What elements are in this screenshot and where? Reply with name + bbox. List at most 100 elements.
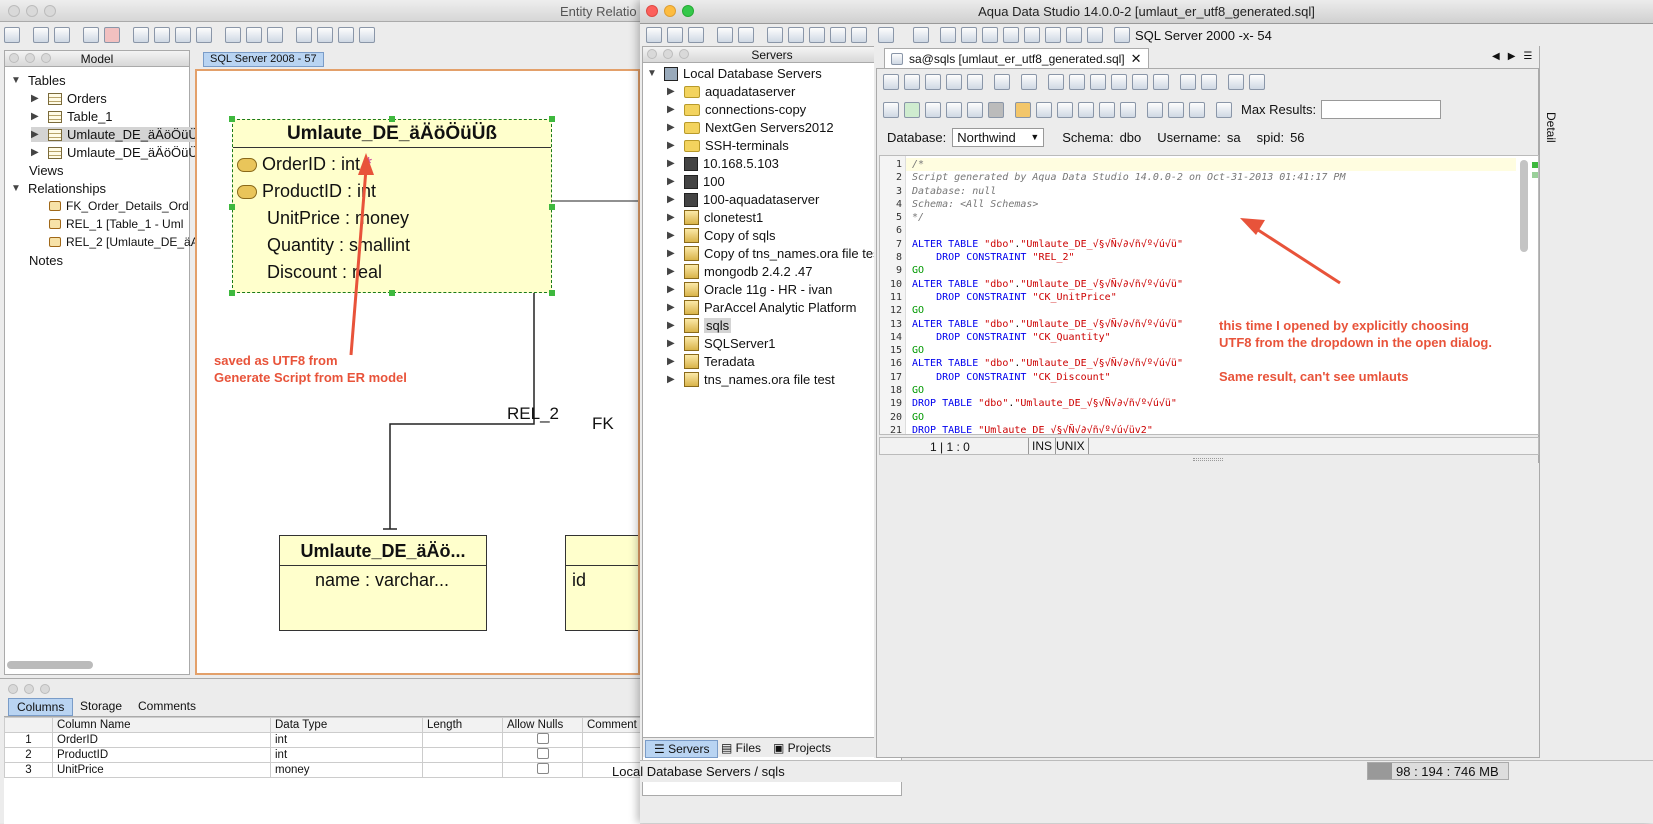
database-select[interactable]: Northwind▼: [952, 128, 1045, 147]
page-setup-icon[interactable]: [54, 27, 70, 43]
results-grid-icon[interactable]: [1147, 101, 1163, 118]
detail-strip[interactable]: Detail: [1539, 46, 1561, 758]
tab-servers[interactable]: ☰ Servers: [645, 740, 719, 758]
window-controls[interactable]: [646, 5, 694, 17]
expand-icon[interactable]: ▶: [667, 356, 675, 367]
server-item[interactable]: ▶10.168.5.103: [667, 156, 779, 171]
save-as-icon[interactable]: [946, 74, 962, 90]
server-item[interactable]: ▶SQLServer1: [667, 336, 776, 351]
undo-icon[interactable]: [1132, 74, 1148, 90]
resize-handle[interactable]: [549, 290, 555, 296]
grid-header-allownulls[interactable]: Allow Nulls: [502, 717, 583, 733]
replace-icon[interactable]: [1201, 74, 1217, 90]
resize-handle[interactable]: [389, 290, 395, 296]
expand-icon[interactable]: ▶: [667, 302, 675, 313]
server-item[interactable]: ▶mongodb 2.4.2 .47: [667, 264, 812, 279]
max-results-input[interactable]: [1321, 100, 1442, 119]
register-icon[interactable]: [688, 27, 704, 43]
close-tab-icon[interactable]: ✕: [1130, 50, 1142, 66]
panel-controls[interactable]: [647, 49, 689, 59]
server-item[interactable]: ▶tns_names.ora file test: [667, 372, 835, 387]
tree-table-orders[interactable]: ▶Orders: [31, 91, 107, 106]
save-all-icon[interactable]: [967, 74, 983, 90]
find-icon[interactable]: [1180, 74, 1196, 90]
layout-2-icon[interactable]: [961, 27, 977, 43]
expand-icon[interactable]: ▶: [667, 266, 675, 277]
page-icon[interactable]: [1021, 74, 1037, 90]
expand-icon[interactable]: ▶: [667, 230, 675, 241]
grid-header-length[interactable]: Length: [422, 717, 503, 733]
collapse-icon[interactable]: ▶: [31, 147, 39, 158]
table-view-icon[interactable]: [296, 27, 312, 43]
disconnect-icon[interactable]: [738, 27, 754, 43]
expand-icon[interactable]: ▼: [647, 68, 657, 79]
resize-handle[interactable]: [229, 290, 235, 296]
explain-icon[interactable]: [1078, 101, 1094, 118]
resize-handle[interactable]: [389, 116, 395, 122]
tab-files[interactable]: ▤ Files: [713, 740, 769, 756]
server-item[interactable]: ▶aquadataserver: [667, 84, 795, 99]
expand-icon[interactable]: ▶: [667, 374, 675, 385]
tree-notes[interactable]: Notes: [29, 253, 63, 268]
layout-1-icon[interactable]: [940, 27, 956, 43]
tree-rel-2[interactable]: REL_2 [Umlaute_DE_äA: [49, 235, 199, 249]
server-item[interactable]: ▶Oracle 11g - HR - ivan: [667, 282, 832, 297]
collapse-icon[interactable]: ▶: [31, 93, 39, 104]
cell-data-type[interactable]: money: [270, 762, 423, 778]
expand-icon[interactable]: ▶: [667, 338, 675, 349]
table-row[interactable]: 1 OrderID int: [4, 732, 644, 748]
tab-storage[interactable]: Storage: [80, 699, 123, 713]
server-item[interactable]: ▶Teradata: [667, 354, 755, 369]
model-hscrollbar[interactable]: [7, 661, 93, 669]
transaction-icon[interactable]: [1216, 101, 1232, 118]
expand-icon[interactable]: ▶: [667, 158, 675, 169]
tree-views[interactable]: Views: [29, 163, 63, 178]
layout-6-icon[interactable]: [1045, 27, 1061, 43]
tree-rel-fk[interactable]: FK_Order_Details_Ord: [49, 199, 189, 213]
entity-umlaute-second[interactable]: Umlaute_DE_äÄö... name : varchar...: [279, 535, 487, 631]
print-icon[interactable]: [33, 27, 49, 43]
expand-icon[interactable]: ▶: [667, 140, 675, 151]
tools-icon[interactable]: [851, 27, 867, 43]
execute-icon[interactable]: [904, 101, 920, 118]
expand-icon[interactable]: ▼: [11, 75, 21, 86]
expand-icon[interactable]: ▶: [667, 176, 675, 187]
ins-icon[interactable]: [338, 27, 354, 43]
memory-indicator[interactable]: 98 : 194 : 746 MB: [1367, 762, 1509, 780]
cell-data-type[interactable]: int: [270, 732, 423, 748]
select-icon[interactable]: [1048, 74, 1064, 90]
server-item[interactable]: ▶Copy of sqls: [667, 228, 776, 243]
new-server-icon[interactable]: [646, 27, 662, 43]
zoom-in-icon[interactable]: [154, 27, 170, 43]
query-analyzer-icon[interactable]: [788, 27, 804, 43]
dropdown-icon[interactable]: [878, 27, 894, 43]
tree-table-umlaute-2[interactable]: ▶Umlaute_DE_äÄöÖüÜß: [31, 145, 206, 160]
collapse-icon[interactable]: ▶: [31, 111, 39, 122]
server-item[interactable]: ▶100-aquadataserver: [667, 192, 819, 207]
line-icon[interactable]: [267, 27, 283, 43]
copy-icon[interactable]: [1090, 74, 1106, 90]
layout-3-icon[interactable]: [982, 27, 998, 43]
layout-5-icon[interactable]: [1024, 27, 1040, 43]
connect-icon[interactable]: [717, 27, 733, 43]
entity-partial[interactable]: id: [565, 535, 638, 631]
server-item[interactable]: ▶SSH-terminals: [667, 138, 789, 153]
open-file-icon[interactable]: [904, 74, 920, 90]
tree-local-servers[interactable]: ▼Local Database Servers: [647, 66, 822, 81]
tab-projects[interactable]: ▣ Projects: [765, 740, 839, 756]
tree-table-1[interactable]: ▶Table_1: [31, 109, 113, 124]
query-icon[interactable]: [767, 27, 783, 43]
server-item[interactable]: ▶100: [667, 174, 725, 189]
expand-icon[interactable]: ▶: [667, 320, 675, 331]
redo-icon[interactable]: [1153, 74, 1169, 90]
allow-nulls-checkbox[interactable]: [536, 748, 549, 759]
entity-umlaute-main[interactable]: Umlaute_DE_äÄöÖüÜß OrderID : int * Produ…: [229, 116, 555, 296]
stop-icon[interactable]: [104, 27, 120, 43]
expand-icon[interactable]: ▼: [11, 183, 21, 194]
tree-relationships[interactable]: ▼Relationships: [11, 181, 106, 196]
cell-comment[interactable]: [582, 747, 644, 763]
resize-handle[interactable]: [229, 116, 235, 122]
allow-nulls-checkbox[interactable]: [536, 763, 549, 774]
er-canvas[interactable]: Umlaute_DE_äÄöÖüÜß OrderID : int * Produ…: [195, 69, 640, 675]
collapse-icon[interactable]: ▶: [31, 129, 39, 140]
